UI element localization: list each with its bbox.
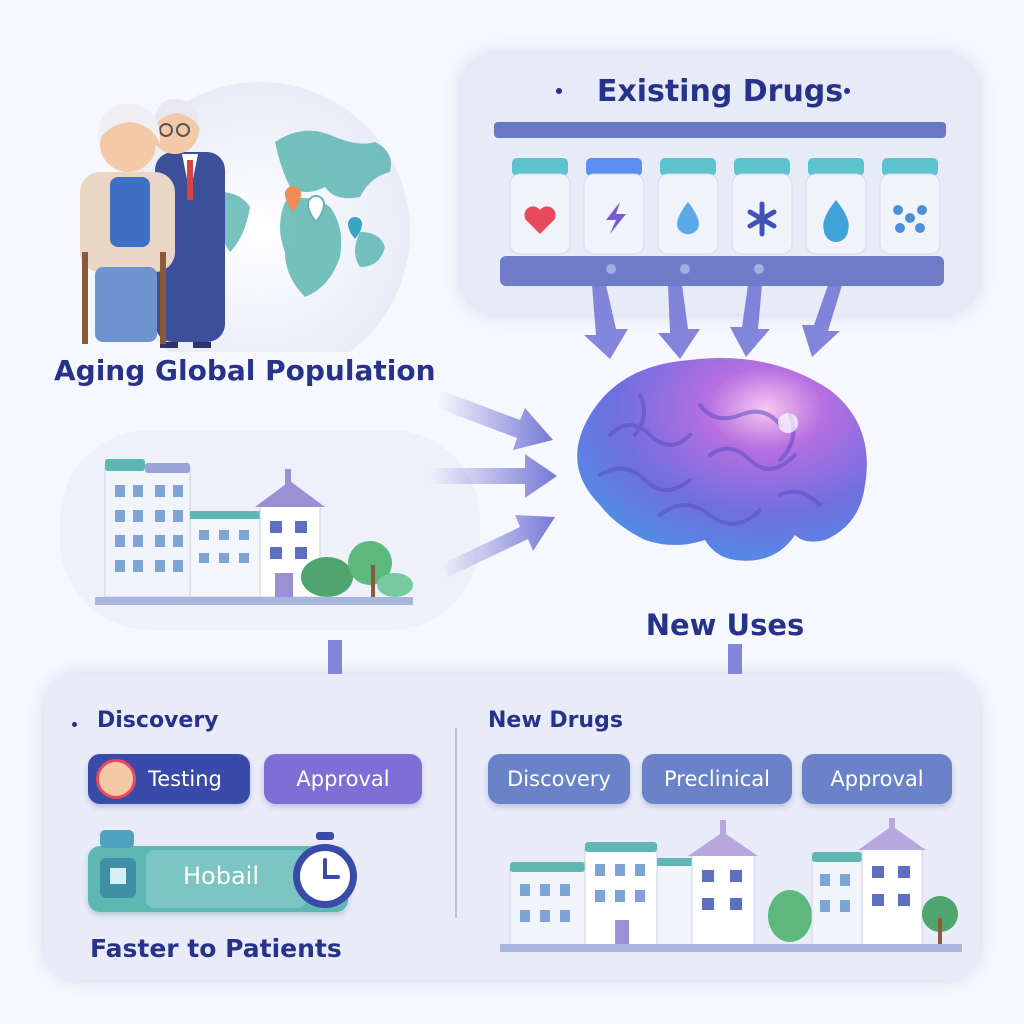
- drug-to-brain-arrows: [584, 285, 842, 359]
- step-testing: Testing: [88, 754, 250, 804]
- step-label: Approval: [296, 767, 390, 791]
- population-illustration: [80, 82, 410, 382]
- faster-to-patients-label: Faster to Patients: [90, 934, 342, 963]
- arrow-icon: [584, 285, 628, 359]
- existing-drugs-title: Existing Drugs: [596, 74, 844, 109]
- tree-icon: [768, 890, 812, 942]
- city-illustration: [95, 459, 413, 605]
- tree-icon: [922, 896, 958, 946]
- house-icon: [688, 820, 758, 947]
- shelf-bottom: [500, 256, 944, 286]
- step-label: Testing: [148, 767, 222, 791]
- device-screen: [146, 850, 306, 908]
- molecule-icon: [893, 205, 927, 233]
- building-icon: [584, 842, 658, 947]
- step-preclinical: Preclinical: [642, 754, 792, 804]
- input-arrows: [430, 390, 557, 577]
- step-discovery: Discovery: [488, 754, 630, 804]
- aging-population-panel: [70, 82, 410, 382]
- map-pin-icon: [285, 186, 362, 239]
- drug-bottles: [509, 158, 941, 255]
- drug-bottle: [879, 158, 941, 255]
- building-icon: [509, 862, 586, 947]
- sparkle-icon: [72, 722, 77, 727]
- device-cap: [100, 830, 134, 848]
- arrow-icon: [440, 515, 555, 577]
- arrow-icon: [730, 285, 770, 357]
- droplet-icon: [677, 202, 699, 235]
- building-icon: [656, 858, 693, 947]
- arrow-icon: [430, 454, 557, 498]
- shelf-bolt: [754, 264, 764, 274]
- building-icon: [189, 511, 261, 598]
- building-icon: [104, 459, 191, 598]
- hospital-cityscape: [500, 818, 962, 952]
- hospital-icon: [100, 858, 136, 898]
- repurposing-heading: Discovery: [97, 708, 219, 733]
- clock-icon: [293, 832, 357, 908]
- shelf-top: [494, 122, 946, 138]
- brain-icon: [577, 358, 867, 561]
- shelf-bolt: [680, 264, 690, 274]
- step-approval: Approval: [264, 754, 422, 804]
- house-icon: [858, 818, 926, 947]
- tree-icon: [301, 541, 413, 597]
- drop-icon: [823, 200, 849, 242]
- sparkle-icon: [556, 88, 562, 94]
- avatar: [96, 759, 136, 799]
- step-approval-traditional: Approval: [802, 754, 952, 804]
- shelf-bolt: [606, 264, 616, 274]
- world-map-icon: [218, 130, 391, 297]
- step-label: Approval: [830, 767, 924, 791]
- aging-population-label: Aging Global Population: [54, 354, 436, 387]
- device-label: Hobail: [182, 862, 259, 890]
- drug-bottle: [583, 158, 645, 255]
- arrow-icon: [802, 285, 842, 357]
- heart-icon: [524, 206, 556, 234]
- arrow-icon: [437, 390, 553, 450]
- new-drugs-heading: New Drugs: [488, 708, 623, 733]
- step-label: Preclinical: [664, 767, 770, 791]
- elderly-woman-icon: [80, 103, 175, 344]
- step-label: Discovery: [507, 767, 611, 791]
- building-icon: [811, 852, 863, 947]
- arrow-icon: [658, 285, 700, 359]
- panel-divider: [455, 728, 457, 918]
- sparkle-icon: [747, 201, 777, 237]
- sparkle-icon: [844, 88, 850, 94]
- new-uses-label: New Uses: [645, 608, 805, 642]
- drug-bottle: [657, 158, 719, 255]
- drug-bottle: [805, 158, 867, 255]
- drug-bottle: [509, 158, 571, 255]
- drug-bottle: [731, 158, 793, 255]
- lightning-icon: [606, 202, 626, 234]
